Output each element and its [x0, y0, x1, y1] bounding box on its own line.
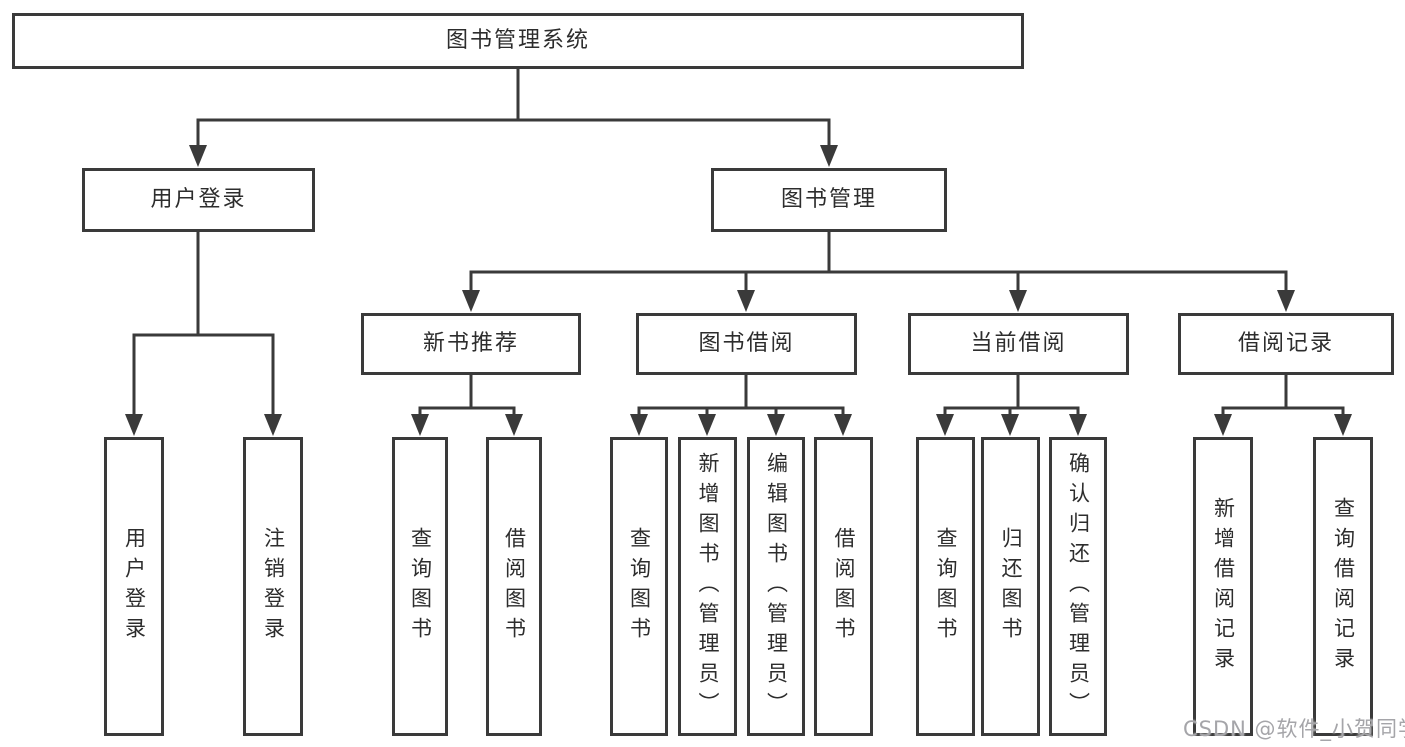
- node-label: 图书借阅: [698, 331, 795, 356]
- node-library-system: 图书管理系统: [12, 13, 1024, 69]
- node-label: 图书管理系统: [445, 28, 590, 53]
- leaf-records-query-record: 查询借阅记录: [1313, 437, 1373, 736]
- node-label: 当前借阅: [970, 331, 1067, 356]
- node-book-management: 图书管理: [711, 168, 947, 232]
- node-label: 图书管理: [780, 187, 877, 212]
- leaf-borrowing-query-books: 查询图书: [610, 437, 668, 736]
- node-label: 用户登录: [122, 526, 147, 647]
- leaf-current-query-books: 查询图书: [916, 437, 975, 736]
- leaf-borrowing-borrow-books: 借阅图书: [814, 437, 873, 736]
- leaf-newbooks-query-books: 查询图书: [392, 437, 448, 736]
- node-label: 新增借阅记录: [1211, 496, 1236, 677]
- leaf-current-return-books: 归还图书: [981, 437, 1040, 736]
- node-new-book-recommend: 新书推荐: [361, 313, 581, 375]
- node-borrow-records: 借阅记录: [1178, 313, 1394, 375]
- node-user-login-group: 用户登录: [82, 168, 315, 232]
- leaf-user-login: 用户登录: [104, 437, 164, 736]
- node-label: 归还图书: [999, 526, 1023, 647]
- leaf-current-confirm-return-admin: 确认归还（管理员）: [1049, 437, 1107, 736]
- node-label: 查询图书: [934, 526, 958, 647]
- node-label: 借阅记录: [1237, 331, 1334, 356]
- node-label: 新书推荐: [422, 331, 519, 356]
- node-label: 用户登录: [150, 187, 247, 212]
- node-label: 借阅图书: [832, 526, 856, 647]
- node-label: 新增图书（管理员）: [696, 451, 720, 722]
- node-label: 查询图书: [408, 526, 433, 647]
- node-label: 确认归还（管理员）: [1066, 451, 1091, 722]
- leaf-borrowing-add-books-admin: 新增图书（管理员）: [678, 437, 737, 736]
- node-label: 编辑图书（管理员）: [764, 451, 789, 722]
- csdn-watermark: CSDN @软件_小贺同学: [1183, 717, 1405, 741]
- node-label: 借阅图书: [502, 526, 527, 647]
- leaf-newbooks-borrow-books: 借阅图书: [486, 437, 542, 736]
- node-book-borrowing: 图书借阅: [636, 313, 857, 375]
- node-current-borrowing: 当前借阅: [908, 313, 1129, 375]
- leaf-logout: 注销登录: [243, 437, 303, 736]
- node-label: 查询借阅记录: [1331, 496, 1356, 677]
- node-label: 查询图书: [627, 526, 652, 647]
- leaf-records-add-record: 新增借阅记录: [1193, 437, 1253, 736]
- leaf-borrowing-edit-books-admin: 编辑图书（管理员）: [747, 437, 805, 736]
- node-label: 注销登录: [261, 526, 286, 647]
